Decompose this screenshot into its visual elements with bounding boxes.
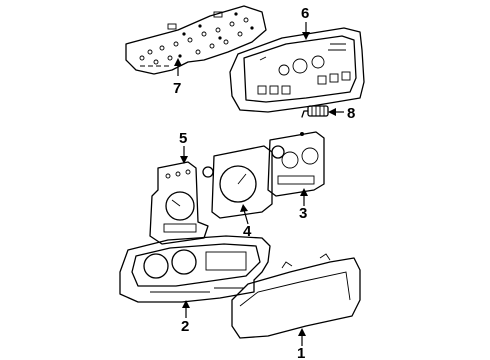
callout-3: 3 [299, 205, 307, 222]
gauge-assembly-right-icon [267, 131, 325, 197]
tachometer-icon [149, 161, 209, 245]
callout-5: 5 [179, 130, 187, 147]
callout-7: 7 [173, 80, 181, 97]
speedometer-icon [202, 145, 285, 219]
callout-2: 2 [181, 318, 189, 335]
callout-4: 4 [243, 223, 252, 240]
printed-circuit-board-icon [125, 5, 267, 75]
callout-8: 8 [347, 105, 355, 122]
cluster-housing-icon [229, 27, 365, 113]
instrument-cluster-lens-icon [231, 253, 361, 339]
callout-1: 1 [297, 345, 305, 360]
cluster-mask-bezel-icon [119, 235, 271, 303]
callout-labels: 7 6 8 5 4 3 2 1 [173, 5, 355, 360]
leader-lines [174, 22, 344, 346]
bulb-socket-icon [301, 105, 329, 118]
callout-6: 6 [301, 5, 309, 22]
